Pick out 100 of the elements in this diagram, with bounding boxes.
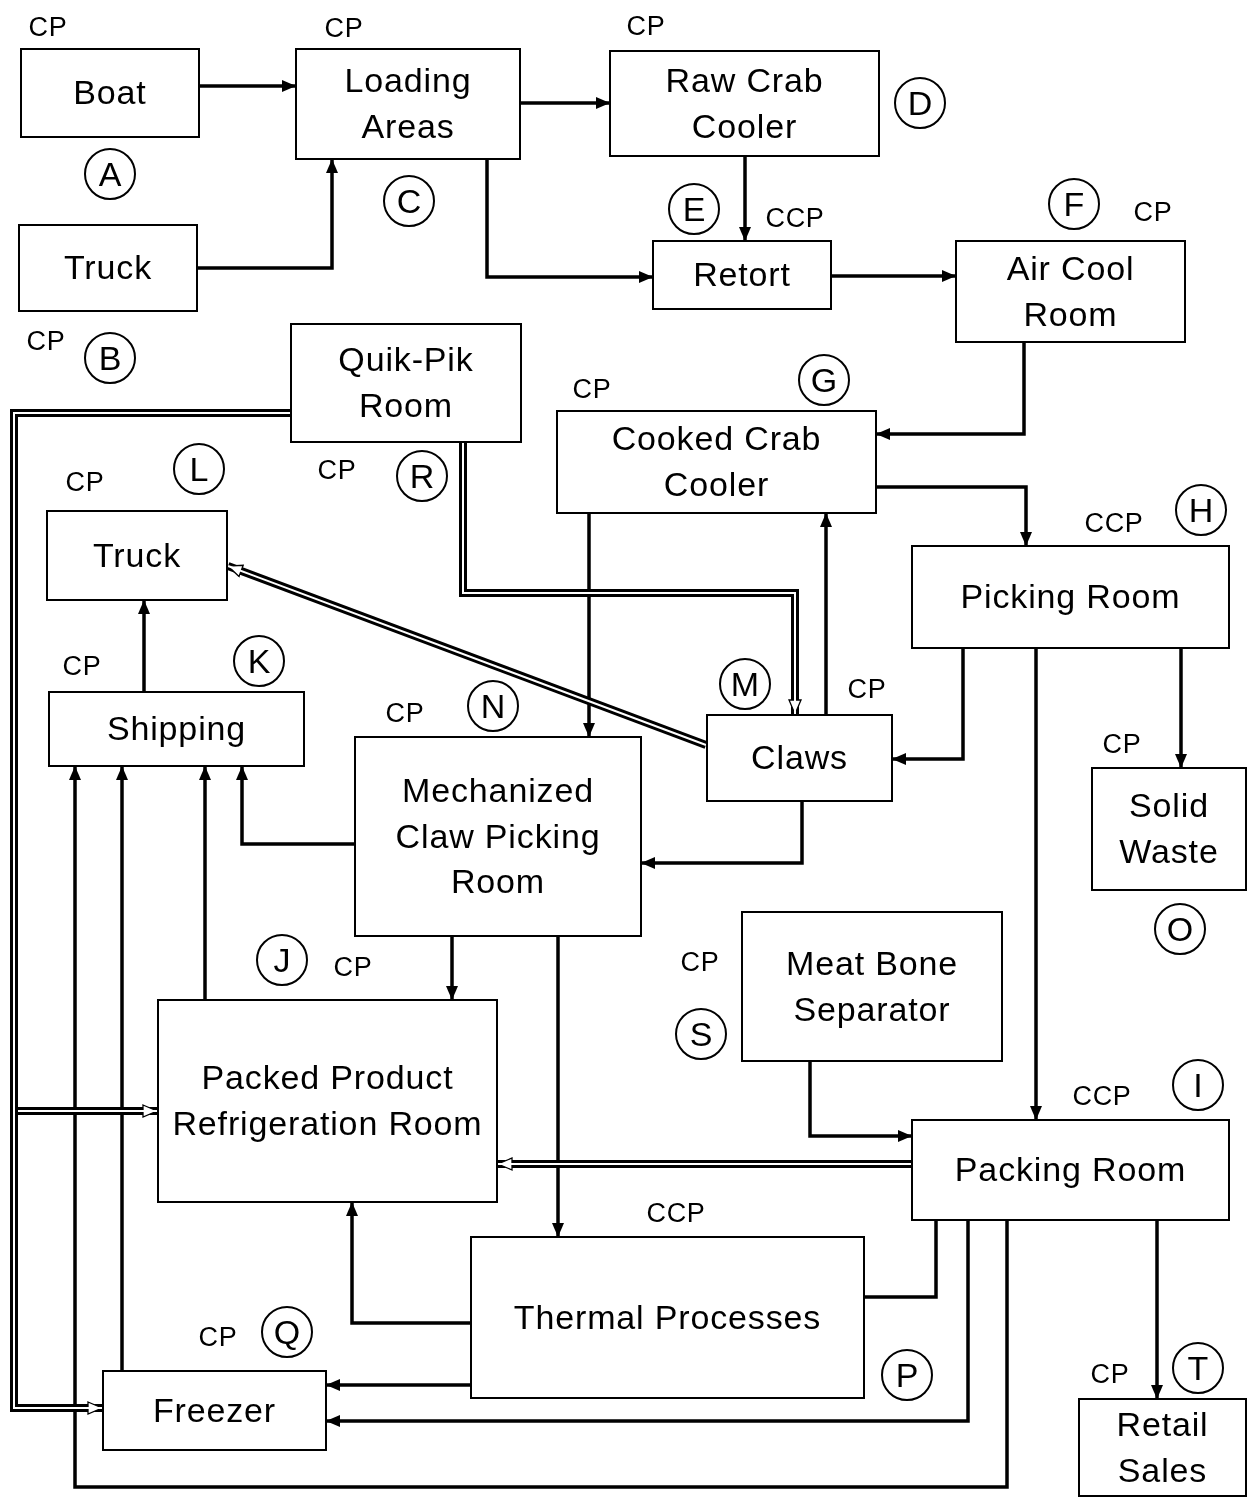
- process-box: [295, 48, 521, 160]
- arrow: [739, 157, 751, 241]
- point-label: CP: [28, 13, 68, 41]
- circled-letter: D: [894, 77, 946, 129]
- arrow: [199, 766, 211, 999]
- circled-letter: K: [233, 635, 285, 687]
- point-label: CP: [317, 456, 357, 484]
- arrow: [876, 343, 1026, 440]
- arrow: [326, 1221, 970, 1427]
- box-label: Air Cool Room: [1005, 247, 1136, 335]
- box-label: Packed Product Refrigeration Room: [171, 1057, 484, 1144]
- arrow: [877, 485, 1032, 546]
- process-box: [706, 714, 893, 802]
- point-label: CP: [65, 468, 105, 496]
- box-label: Quik-Pik Room: [337, 339, 475, 426]
- double-line-arrow: [497, 1157, 912, 1171]
- circled-letter: H: [1175, 484, 1227, 536]
- circled-letter: T: [1172, 1342, 1224, 1394]
- process-box: [1091, 767, 1247, 891]
- circled-letter: J: [256, 934, 308, 986]
- process-box: [741, 911, 1003, 1062]
- point-label: CP: [680, 948, 720, 976]
- arrow: [446, 937, 458, 1000]
- arrow: [485, 160, 653, 283]
- process-box: [556, 410, 877, 514]
- arrow: [1175, 649, 1187, 768]
- box-label: Meat Bone Separator: [784, 942, 960, 1030]
- point-label: CP: [626, 12, 666, 40]
- box-label: Thermal Processes: [513, 1296, 822, 1338]
- box-label: Packing Room: [954, 1149, 1187, 1191]
- box-label: Claws: [751, 737, 848, 779]
- box-label: Mechanized Claw Picking Room: [394, 769, 602, 903]
- box-label: Truck: [93, 534, 181, 576]
- point-label: CCP: [1084, 509, 1144, 537]
- box-label: Truck: [64, 247, 152, 289]
- arrow: [236, 766, 354, 846]
- circled-letter: S: [675, 1008, 727, 1060]
- arrow: [200, 80, 296, 92]
- box-label: Loading Areas: [343, 60, 473, 147]
- box-label: Retail Sales: [1115, 1403, 1210, 1491]
- point-label: CP: [62, 652, 102, 680]
- process-box: [102, 1370, 327, 1451]
- process-box: [20, 48, 200, 138]
- arrow: [326, 1379, 470, 1391]
- box-label: Solid Waste: [1118, 785, 1220, 872]
- arrow: [1151, 1221, 1163, 1399]
- circled-letter: I: [1172, 1059, 1224, 1111]
- double-line-arrow: [459, 442, 802, 715]
- circled-letter: Q: [261, 1306, 313, 1358]
- circled-letter: E: [668, 183, 720, 235]
- point-label: CCP: [765, 204, 825, 232]
- circled-letter: A: [84, 148, 136, 200]
- box-label: Shipping: [106, 708, 247, 750]
- arrow: [583, 514, 595, 737]
- circled-letter: P: [881, 1349, 933, 1401]
- circled-letter: B: [84, 332, 136, 384]
- box-label: Cooked Crab Cooler: [610, 418, 823, 505]
- process-box: [157, 999, 498, 1203]
- process-box: [955, 240, 1186, 343]
- process-box: [1078, 1398, 1247, 1497]
- point-label: CP: [1102, 730, 1142, 758]
- arrow: [832, 270, 956, 282]
- arrow: [116, 766, 128, 1370]
- circled-letter: L: [173, 443, 225, 495]
- point-label: CP: [26, 327, 66, 355]
- circled-letter: M: [719, 658, 771, 710]
- box-label: Boat: [73, 72, 147, 114]
- arrow: [198, 159, 338, 270]
- point-label: CP: [198, 1323, 238, 1351]
- process-box: [354, 736, 642, 937]
- circled-letter: R: [396, 450, 448, 502]
- circled-letter: O: [1154, 903, 1206, 955]
- arrow: [808, 1062, 912, 1142]
- point-label: CP: [1133, 198, 1173, 226]
- point-label: CP: [1090, 1360, 1130, 1388]
- process-box: [911, 545, 1230, 649]
- box-label: Raw Crab Cooler: [664, 59, 825, 147]
- arrow: [138, 600, 150, 691]
- point-label: CCP: [1072, 1082, 1132, 1110]
- point-label: CP: [847, 675, 887, 703]
- process-box: [46, 510, 228, 601]
- circled-letter: F: [1048, 178, 1100, 230]
- process-box: [652, 240, 832, 310]
- arrow: [552, 937, 564, 1237]
- point-label: CCP: [646, 1199, 706, 1227]
- point-label: CP: [385, 699, 425, 727]
- arrow: [346, 1202, 470, 1325]
- process-box: [290, 323, 522, 443]
- process-box: [18, 224, 198, 312]
- arrow: [641, 802, 804, 869]
- process-box: [911, 1119, 1230, 1221]
- circled-letter: G: [798, 354, 850, 406]
- arrow: [820, 513, 832, 714]
- point-label: CP: [333, 953, 373, 981]
- box-label: Picking Room: [960, 576, 1181, 618]
- circled-letter: C: [383, 175, 435, 227]
- arrow: [521, 97, 610, 109]
- arrow: [69, 766, 1009, 1489]
- circled-letter: N: [467, 680, 519, 732]
- arrow: [1030, 649, 1042, 1120]
